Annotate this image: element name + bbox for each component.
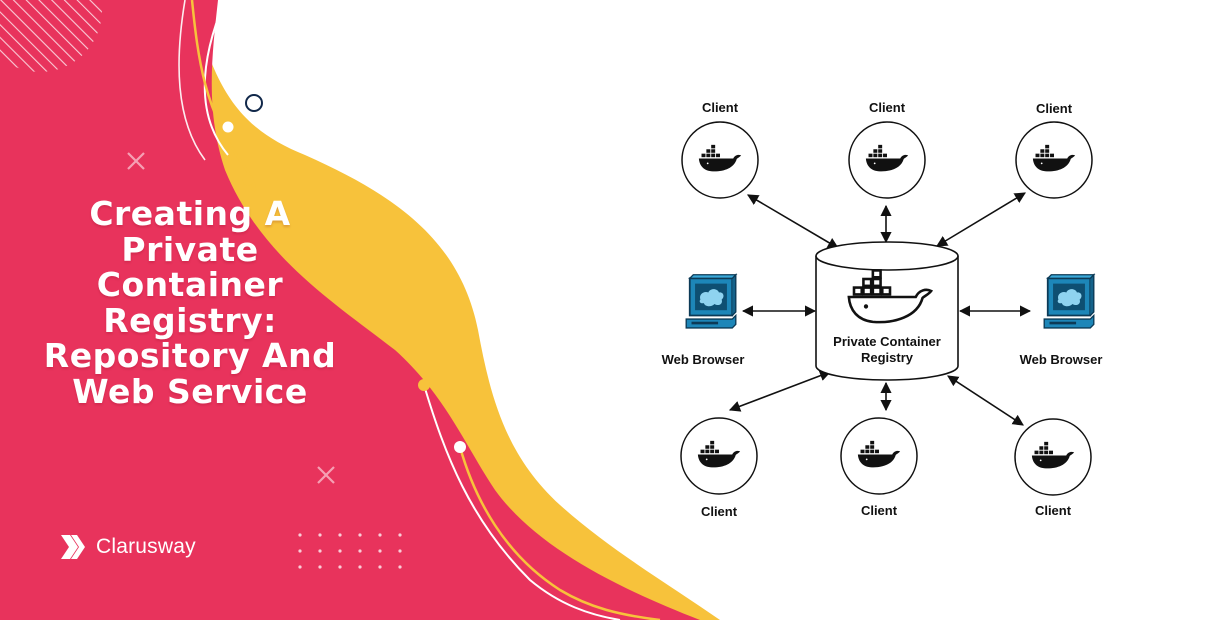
- close-cross-icon: [127, 152, 145, 170]
- brand-name: Clarusway: [96, 535, 196, 558]
- registry-label-line1: Private Container: [833, 334, 941, 349]
- registry-diagram: Private Container Registry Client Client…: [662, 100, 1103, 519]
- dot-yellow-2: [418, 379, 430, 391]
- connector-arrows: [728, 192, 1032, 426]
- client-label: Client: [1036, 101, 1073, 116]
- registry-label-line2: Registry: [861, 350, 914, 365]
- client-node: Client: [1015, 101, 1093, 199]
- client-label: Client: [861, 503, 898, 518]
- chevron-logo-icon: [61, 535, 85, 559]
- client-node: Client: [680, 417, 758, 519]
- client-node: Client: [840, 417, 918, 518]
- computer-monitor-icon: [685, 273, 737, 329]
- client-node: Client: [681, 100, 759, 199]
- title-line: Repository And: [43, 336, 337, 375]
- ring-outline: [245, 94, 263, 112]
- registry-database: Private Container Registry: [815, 241, 959, 381]
- dot-white: [222, 121, 234, 133]
- web-browser-node: Web Browser: [662, 273, 745, 367]
- client-node: Client: [1014, 418, 1092, 518]
- client-label: Client: [702, 100, 739, 115]
- brand-logo: Clarusway: [58, 532, 196, 562]
- close-cross-icon-2: [317, 466, 335, 484]
- page-title: Creating A Private Container Registry: R…: [40, 196, 340, 409]
- dot-grid: [298, 533, 402, 569]
- title-line: Registry:: [103, 300, 277, 340]
- dot-white-2: [454, 441, 466, 453]
- browser-label: Web Browser: [1020, 352, 1103, 367]
- title-line: Web Service: [72, 371, 308, 411]
- computer-monitor-icon: [1043, 273, 1095, 329]
- client-label: Client: [701, 504, 738, 519]
- title-line: Container: [96, 265, 284, 304]
- dot-yellow: [242, 174, 254, 186]
- browser-label: Web Browser: [662, 352, 745, 367]
- client-label: Client: [869, 100, 906, 115]
- title-line: Private: [121, 229, 259, 269]
- pink-panel: [0, 0, 700, 620]
- client-node: Client: [848, 100, 926, 199]
- web-browser-node: Web Browser: [1020, 273, 1103, 367]
- title-line: Creating A: [89, 194, 291, 233]
- client-label: Client: [1035, 503, 1072, 518]
